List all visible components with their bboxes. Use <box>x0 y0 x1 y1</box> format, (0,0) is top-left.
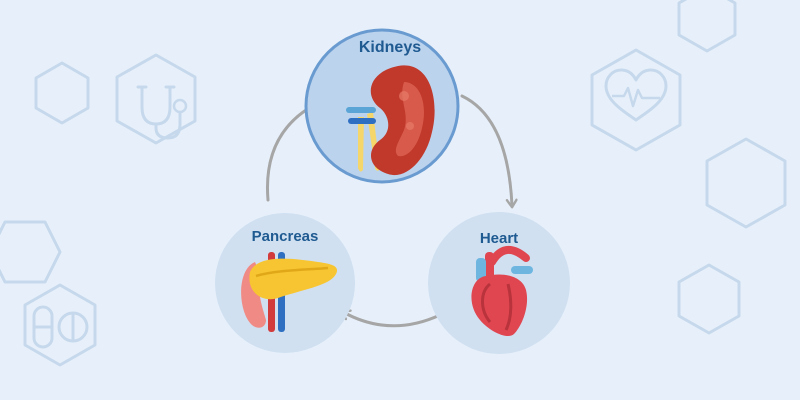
node-kidneys: Kidneys <box>304 28 460 184</box>
background-decoration <box>0 0 787 367</box>
node-pancreas: Pancreas <box>215 213 355 353</box>
node-kidneys-label: Kidneys <box>359 39 421 56</box>
hexagon-decoration <box>34 61 90 125</box>
pancreas-icon <box>241 252 338 332</box>
arrow-heart-to-pancreas <box>340 309 442 328</box>
arrow-kidneys-to-heart <box>460 94 518 209</box>
hexagon-decoration <box>590 48 682 152</box>
heart-icon <box>471 246 533 337</box>
node-heart: Heart <box>428 212 570 354</box>
hexagon-decoration <box>705 137 787 229</box>
hexagon-decoration <box>23 283 97 367</box>
node-heart-label: Heart <box>480 230 518 247</box>
hexagon-decoration <box>677 263 741 335</box>
hexagon-decoration <box>0 220 62 284</box>
kidney-icon <box>346 65 435 176</box>
hexagon-decoration <box>115 53 197 145</box>
hexagon-decoration <box>677 0 737 53</box>
node-pancreas-label: Pancreas <box>252 228 319 245</box>
stethoscope-icon <box>136 85 188 140</box>
pills-icon <box>32 305 89 349</box>
heart-pulse-icon <box>604 68 668 122</box>
